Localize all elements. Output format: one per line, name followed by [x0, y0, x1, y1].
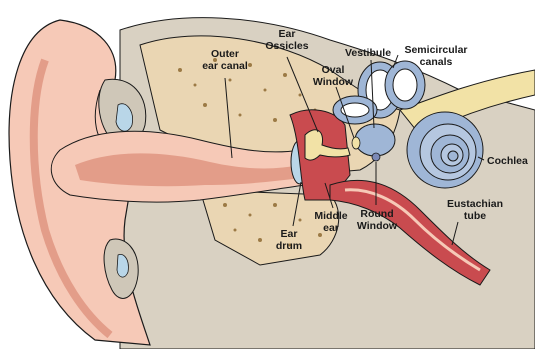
label-ear-ossicles: Ear Ossicles — [258, 28, 316, 52]
label-ear-drum: Ear drum — [266, 228, 312, 252]
label-eustachian-tube: Eustachian tube — [440, 198, 510, 222]
label-cochlea-line1: Cochlea — [487, 155, 535, 167]
label-vestibule-line1: Vestibule — [338, 47, 398, 59]
label-outer-ear-canal-line2: ear canal — [195, 60, 255, 72]
label-eustachian-tube-line1: Eustachian — [440, 198, 510, 210]
label-middle-ear-line2: ear — [308, 222, 354, 234]
label-round-window-line1: Round — [352, 208, 402, 220]
cochlea — [407, 112, 483, 188]
label-vestibule: Vestibule — [338, 47, 398, 59]
label-oval-window: Oval Window — [308, 64, 358, 88]
label-semicircular-canals-line2: canals — [396, 56, 476, 68]
label-ear-ossicles-line1: Ear — [258, 28, 316, 40]
label-middle-ear: Middle ear — [308, 210, 354, 234]
label-oval-window-line1: Oval — [308, 64, 358, 76]
oval-window — [352, 137, 360, 149]
label-middle-ear-line1: Middle — [308, 210, 354, 222]
label-ear-drum-line1: Ear — [266, 228, 312, 240]
vestibule — [355, 124, 395, 156]
label-round-window-line2: Window — [352, 220, 402, 232]
label-outer-ear-canal: Outer ear canal — [195, 48, 255, 72]
label-ear-ossicles-line2: Ossicles — [258, 40, 316, 52]
label-semicircular-canals-line1: Semicircular — [396, 44, 476, 56]
label-round-window: Round Window — [352, 208, 402, 232]
round-window — [372, 153, 380, 161]
label-semicircular-canals: Semicircular canals — [396, 44, 476, 68]
label-cochlea: Cochlea — [487, 155, 535, 167]
label-outer-ear-canal-line1: Outer — [195, 48, 255, 60]
label-ear-drum-line2: drum — [266, 240, 312, 252]
label-oval-window-line2: Window — [308, 76, 358, 88]
label-eustachian-tube-line2: tube — [440, 210, 510, 222]
